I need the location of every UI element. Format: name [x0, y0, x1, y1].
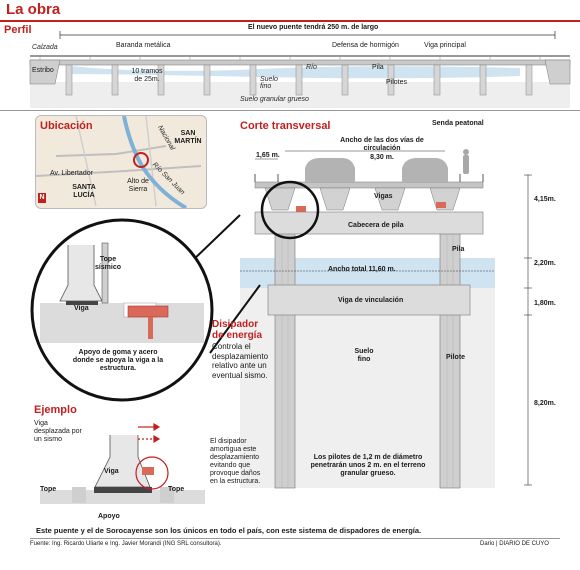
corte-title: Corte transversal — [240, 120, 331, 132]
perfil-calzada-label: Calzada — [32, 44, 58, 51]
perfil-suelo-grueso-label: Suelo granular grueso — [240, 96, 309, 103]
footer-source: Fuente: Ing. Ricardo Uliarte e Ing. Javi… — [30, 541, 222, 547]
map-av-libertador: Av. Libertador — [50, 170, 93, 177]
viga-vinculacion-label: Viga de vinculación — [338, 297, 404, 304]
pilote-label: Pilote — [446, 354, 466, 361]
viga-desplazada-label: Viga desplazada por un sismo — [34, 420, 82, 444]
north-arrow-icon: N — [38, 193, 46, 203]
header-rule — [0, 20, 580, 22]
dim-220-label: 2,20m. — [534, 260, 556, 267]
ejemplo-tope-right: Tope — [168, 486, 185, 493]
detalle-circle — [30, 214, 261, 402]
cabecera-label: Cabecera de pila — [348, 222, 404, 229]
disipador-description: Controla el desplazamiento relativo ante… — [212, 342, 269, 380]
perfil-length-label: El nuevo puente tendrá 250 m. de largo — [248, 24, 379, 31]
perfil-suelo-fino-label: Suelo fino — [260, 76, 278, 90]
senda-peatonal-label: Senda peatonal — [432, 120, 484, 127]
disipador-amortigua-text: El disipador amortigua este desplazamien… — [210, 438, 261, 486]
perfil-title: Perfil — [4, 24, 32, 36]
map-san-martin: SAN MARTÍN — [174, 130, 202, 146]
dim-415-label: 4,15m. — [534, 196, 556, 203]
perfil-defensa-label: Defensa de hormigón — [332, 42, 399, 49]
page-title: La obra — [6, 1, 61, 18]
corte-diagram — [240, 149, 532, 489]
dim-820-label: 8,20m. — [534, 400, 556, 407]
perfil-pila-label: Pila — [372, 64, 384, 71]
ancho-vias-value: 8,30 m. — [370, 154, 394, 161]
ejemplo-diagram — [40, 422, 205, 504]
footer-note: Este puente y el de Sorocayense son los … — [36, 526, 422, 535]
ejemplo-viga-label: Viga — [104, 468, 119, 475]
ejemplo-title: Ejemplo — [34, 404, 77, 416]
vigas-label: Vigas — [374, 193, 393, 200]
perfil-baranda-label: Baranda metálica — [116, 42, 171, 49]
apoyo-goma-label: Apoyo de goma y acero donde se apoya la … — [72, 349, 164, 373]
corte-pila-label: Pila — [452, 246, 465, 253]
dim-180-label: 1,80m. — [534, 300, 556, 307]
ejemplo-tope-left: Tope — [40, 486, 57, 493]
ubicacion-title: Ubicación — [40, 120, 93, 132]
ancho-vias-label: Ancho de las dos vías de circulación — [340, 137, 424, 153]
perfil-tramos-label: 10 tramos de 25m. — [131, 68, 163, 84]
pilotes-description: Los pilotes de 1,2 m de diámetro penetra… — [310, 454, 426, 478]
footer-credit: Dario | DIARIO DE CUYO — [480, 541, 549, 547]
disipador-title: Disipador de energía — [212, 319, 263, 341]
perfil-diagram — [29, 31, 571, 108]
map-alto-sierra: Alto de Sierra — [127, 178, 149, 194]
ubicacion-map — [35, 115, 207, 209]
divider — [0, 110, 580, 111]
perfil-estribo-label: Estribo — [32, 67, 54, 74]
perfil-viga-label: Viga principal — [424, 42, 466, 49]
perfil-rio-label: Río — [306, 64, 317, 71]
tope-sismico-label: Tope sísmico — [94, 256, 122, 272]
ejemplo-apoyo-label: Apoyo — [98, 513, 120, 520]
detalle-viga-label: Viga — [74, 305, 89, 312]
perfil-pilotes-label: Pilotes — [386, 79, 408, 86]
corte-suelo-fino-label: Suelo fino — [354, 348, 374, 364]
ancho-total-label: Ancho total 11,60 m. — [328, 266, 396, 273]
map-santa-lucia: SANTA LUCÍA — [72, 184, 96, 200]
dim-165-label: 1,65 m. — [256, 152, 280, 159]
footer-rule — [30, 538, 560, 539]
